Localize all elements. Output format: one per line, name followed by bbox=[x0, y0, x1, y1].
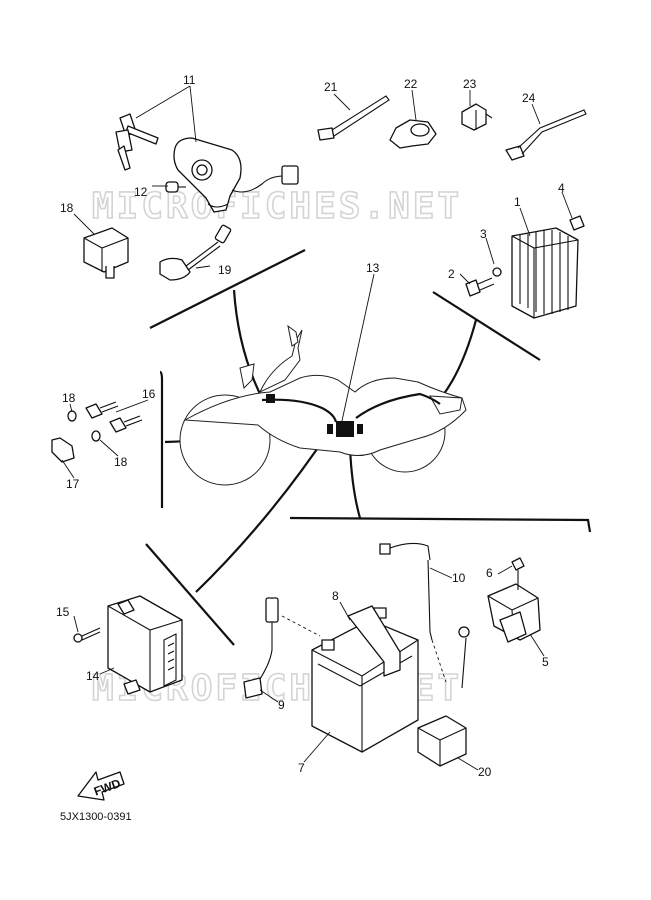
bracket-top-left bbox=[149, 249, 306, 329]
callout-2: 2 bbox=[448, 267, 455, 281]
watermark-top: MICROFICHES.NET bbox=[92, 186, 462, 227]
harness-connector-small bbox=[327, 424, 333, 434]
callout-16: 16 bbox=[142, 387, 156, 401]
battery-band-8 bbox=[347, 605, 401, 677]
callout-14: 14 bbox=[86, 669, 100, 683]
harness-connector-right bbox=[357, 424, 363, 434]
callout-22: 21 bbox=[324, 80, 338, 94]
screw-6 bbox=[511, 557, 525, 590]
cable-tie-22 bbox=[317, 95, 390, 141]
lead-9 bbox=[243, 597, 321, 699]
wiring-harness bbox=[261, 392, 441, 423]
callout-12: 12 bbox=[134, 185, 148, 199]
leader-curve-down-right bbox=[348, 447, 362, 519]
switch-16 bbox=[85, 401, 143, 433]
callout-20: 20 bbox=[478, 765, 492, 779]
callout-6: 6 bbox=[486, 566, 493, 580]
harness-junction bbox=[336, 421, 354, 437]
callout-labels: 11 12 18 19 21 22 23 24 4 1 3 2 13 16 18… bbox=[56, 73, 565, 779]
bracket-top-right bbox=[432, 291, 541, 361]
diagram-code: 5JX1300-0391 bbox=[60, 811, 132, 823]
main-switch-part bbox=[115, 113, 299, 213]
switch-21 bbox=[159, 224, 232, 281]
callout-10: 10 bbox=[452, 571, 466, 585]
bracket-lower-left bbox=[145, 543, 235, 646]
callout-21: 19 bbox=[218, 263, 232, 277]
screw-12 bbox=[165, 181, 186, 193]
callout-11: 11 bbox=[183, 73, 196, 87]
callout-25: 24 bbox=[522, 91, 536, 105]
forward-arrow: FWD bbox=[77, 771, 125, 801]
callout-7: 7 bbox=[298, 761, 305, 775]
clip-24 bbox=[461, 103, 493, 131]
motorcycle-silhouette bbox=[179, 324, 467, 486]
bolt-2 bbox=[465, 277, 495, 297]
callout-19: 18 bbox=[60, 201, 74, 215]
callout-17: 17 bbox=[66, 477, 80, 491]
lead-10 bbox=[379, 542, 470, 689]
callout-5: 5 bbox=[542, 655, 549, 669]
band-25 bbox=[505, 109, 587, 161]
callout-1: 1 bbox=[514, 195, 521, 209]
callout-9: 9 bbox=[278, 698, 285, 712]
clip-4 bbox=[569, 215, 585, 231]
starter-relay-5 bbox=[487, 583, 541, 643]
harness-connector-left bbox=[266, 394, 275, 403]
screw-15 bbox=[73, 627, 101, 643]
washer-18-top bbox=[67, 410, 77, 422]
washer-18-bottom bbox=[91, 430, 101, 442]
washer-3 bbox=[492, 267, 502, 277]
bracket-lower-right bbox=[289, 516, 592, 533]
callout-23: 22 bbox=[404, 77, 418, 91]
relay-20 bbox=[417, 715, 467, 767]
clamp-23 bbox=[389, 119, 437, 149]
callout-8: 8 bbox=[332, 589, 339, 603]
cdi-unit-14 bbox=[107, 595, 183, 695]
leader-curve-down-left bbox=[195, 429, 331, 593]
rectifier-regulator-1 bbox=[511, 227, 579, 319]
callout-13: 13 bbox=[366, 261, 380, 275]
bracket-left bbox=[159, 370, 164, 508]
leader-curve-top-left bbox=[232, 289, 263, 399]
callout-24: 23 bbox=[463, 77, 477, 91]
callout-18a: 18 bbox=[62, 391, 76, 405]
callout-15: 15 bbox=[56, 605, 70, 619]
leader-lines bbox=[61, 85, 573, 771]
bracket-17 bbox=[51, 437, 75, 463]
relay-19 bbox=[83, 227, 129, 279]
callout-3: 3 bbox=[480, 227, 487, 241]
callout-18b: 18 bbox=[114, 455, 128, 469]
callout-4: 4 bbox=[558, 181, 565, 195]
